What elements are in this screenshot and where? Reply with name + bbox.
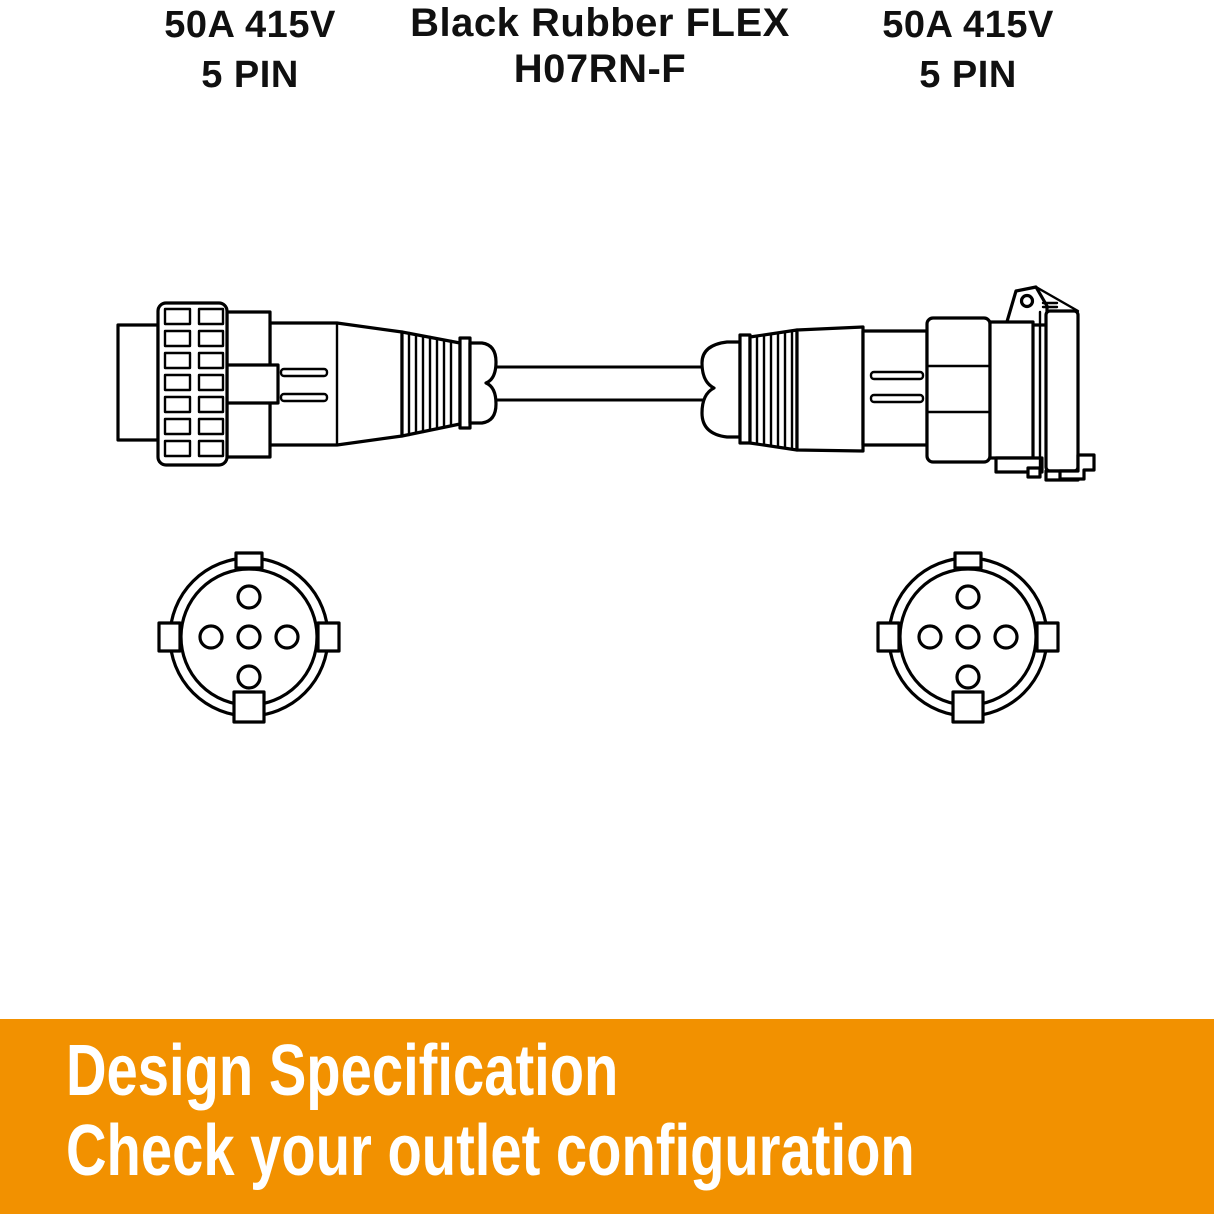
right-socket-face [1044,309,1080,473]
banner-line1: Design Specification [66,1031,619,1111]
left-cable-stub [116,323,160,442]
right-connector-rating: 50A 415V [882,4,1054,46]
left-collar-band [225,363,280,405]
left-plug-drawing [116,301,498,467]
right-connector-label: 50A 415V 5 PIN [828,0,1108,100]
right-collar [988,320,1035,460]
cable-spec-line1: Black Rubber FLEX [410,1,790,45]
right-ring-nut [925,316,992,464]
left-connector-rating: 50A 415V [164,4,336,46]
left-locking-ring-knurl [163,307,225,458]
right-socket-drawing [700,285,1096,482]
left-strain-relief-ribs [407,331,453,437]
right-body-slot [869,393,925,404]
right-socket-body [795,325,865,453]
left-locking-ring [156,301,229,467]
lug-screw-hole [1019,293,1035,309]
right-strain-relief-ribs [755,329,794,451]
right-connector-pin-count: 5 PIN [919,54,1017,96]
left-body-slot [279,392,329,403]
banner-text: Design Specification Check your outlet c… [66,1031,915,1191]
right-body-slot [869,370,925,381]
right-mid-section [861,329,929,447]
cable-spec-label: Black Rubber FLEX H07RN-F [0,0,1200,92]
left-pin-configuration [157,551,341,724]
right-pin-configuration [876,551,1060,724]
left-gland-nut [468,341,498,425]
cable-line [490,365,710,402]
design-spec-banner: Design Specification Check your outlet c… [0,1019,1214,1214]
left-connector-pin-count: 5 PIN [201,54,299,96]
right-bottom-foot [1058,453,1096,481]
left-body-slot [279,367,329,378]
left-connector-label: 50A 415V 5 PIN [110,0,390,100]
cable-spec-line2: H07RN-F [513,47,687,91]
right-gland-nut [700,340,742,439]
banner-line2: Check your outlet configuration [66,1111,915,1191]
